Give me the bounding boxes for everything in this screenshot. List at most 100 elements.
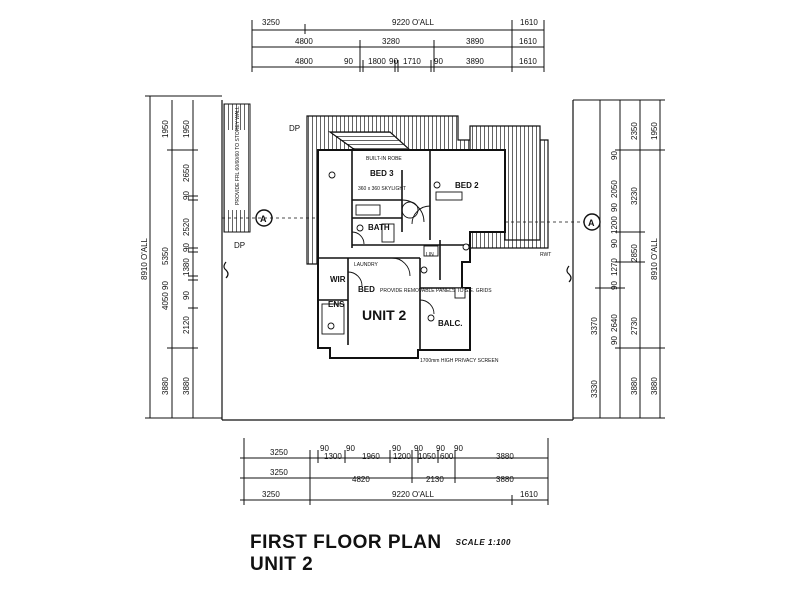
room-bed2-label: BED 2 [455,181,479,190]
right-dim-in-6: 90 [610,239,619,248]
top-dimensions [251,20,545,72]
dp-label-top: DP [289,124,300,133]
bottom-dim-1m: 3880 [496,452,514,461]
bottom-dim-1i: 1050 [418,452,436,461]
top-dim-2c: 3890 [466,37,484,46]
right-dim-in-10: 90 [610,336,619,345]
right-dim-in-12: 3330 [590,380,599,398]
right-dim-labels: 8910 O'ALL 1950 3230 2850 3880 2350 90 2… [590,122,659,398]
left-dim-in-4: 2520 [182,218,191,236]
bottom-dim-2a: 3250 [270,468,288,477]
left-dim-mid-2: 5350 [161,247,170,265]
laundry-note: LAUNDRY [354,262,378,268]
left-dim-in-3: 90 [182,191,191,200]
right-dim-mid-4: 3880 [650,377,659,395]
privacy-note: PROVIDE REMOVABLE PANELS TO S.E. GRIDS [380,288,492,294]
internal-walls [318,150,470,350]
left-dim-mid-3: 3880 [161,377,170,395]
bottom-dim-3c: 1610 [520,490,538,499]
scale-label: SCALE 1:100 [455,538,511,547]
top-dim-2d: 1610 [519,37,537,46]
plan-notes: BUILT-IN ROBE 360 x 360 SKYLIGHT PROVIDE… [354,156,499,364]
break-symbol-right-icon [566,265,572,283]
room-bath-label: BATH [368,223,390,232]
plan-title-row: FIRST FLOOR PLAN SCALE 1:100 [250,532,511,554]
bottom-dimensions [240,438,549,505]
break-symbol-left-icon [223,261,229,279]
top-dim-3d: 90 [389,57,398,66]
fixtures [321,171,470,335]
left-dimensions [145,95,222,419]
top-dim-3g: 3890 [466,57,484,66]
right-dim-mid-1: 1950 [650,122,659,140]
right-dim-extra-2: 3880 [630,377,639,395]
room-labels: BED 3 BED 2 BATH BED ENS WIR BALC. UNIT … [328,169,479,328]
right-dim-in-1: 2350 [630,122,639,140]
left-dim-in-9: 90 [182,291,191,300]
door-swings [347,199,435,315]
top-dim-1c: 1610 [520,18,538,27]
right-dim-in-3: 2050 [610,180,619,198]
right-dim-mid-3: 2850 [630,244,639,262]
top-dim-2b: 3280 [382,37,400,46]
section-a-left-label: A [260,214,267,224]
top-dim-3f: 90 [434,57,443,66]
title-block: FIRST FLOOR PLAN SCALE 1:100 UNIT 2 [250,532,511,576]
left-dim-in-1: 1950 [182,120,191,138]
right-dim-in-2: 90 [610,151,619,160]
left-dim-in-7: 90 [161,281,170,290]
bottom-dim-1j: 90 [436,444,445,453]
left-dim-mid-1: 1950 [161,120,170,138]
bottom-dim-1h: 90 [414,444,423,453]
section-a-right-label: A [588,218,595,228]
bottom-dim-labels: 3250 90 1300 90 1960 90 1200 90 1050 90 … [262,444,538,499]
right-dim-extra-1: 2730 [630,317,639,335]
bottom-dim-2d: 3880 [496,475,514,484]
right-dim-in-4: 90 [610,203,619,212]
left-dim-in-6: 1380 [182,258,191,276]
room-bed-label: BED [358,285,375,294]
right-dim-in-7: 1270 [610,258,619,276]
left-dim-labels: 8910 O'ALL 1950 5350 3880 1950 2650 90 2… [140,120,191,395]
top-dim-3b: 90 [344,57,353,66]
bottom-dim-2c: 2130 [426,475,444,484]
bottom-dim-1e: 1960 [362,452,380,461]
bottom-dim-1c: 1300 [324,452,342,461]
bottom-dim-3a: 3250 [262,490,280,499]
top-dim-3a: 4800 [295,57,313,66]
room-wir-label: WIR [330,275,346,284]
right-dimensions [573,99,665,419]
right-dim-in-5: 1200 [610,216,619,234]
bottom-dim-2b: 4820 [352,475,370,484]
room-lin-label: LIN [426,252,434,258]
rwt-label: RWT [540,252,551,258]
top-dim-3h: 1610 [519,57,537,66]
left-dim-in-10: 2120 [182,316,191,334]
bottom-dim-1b: 90 [320,444,329,453]
left-dim-in-5: 90 [182,243,191,252]
bottom-dim-1l: 90 [454,444,463,453]
plan-subtitle: UNIT 2 [250,554,314,575]
window-note: 360 x 360 SKYLIGHT [358,186,406,192]
bottom-dim-1g: 1200 [393,452,411,461]
right-dim-in-8: 90 [610,281,619,290]
top-dim-2a: 4800 [295,37,313,46]
top-dim-labels: 3250 9220 O'ALL 1610 4800 3280 3890 1610… [262,18,538,66]
right-dim-in-11: 2640 [610,314,619,332]
top-dim-3e: 1710 [403,57,421,66]
right-dim-outer: 8910 O'ALL [650,237,659,280]
section-markers: A A DP DP RWT [222,124,601,283]
left-dim-in-8: 4050 [161,292,170,310]
room-ens-label: ENS [328,300,345,309]
left-dim-in-2: 2650 [182,164,191,182]
top-dim-1b: 9220 O'ALL [392,18,435,27]
plan-title: FIRST FLOOR PLAN [250,532,442,553]
bottom-dim-1k: 600 [440,452,454,461]
bottom-dim-1f: 90 [392,444,401,453]
room-balc-label: BALC. [438,319,462,328]
left-dim-in-11: 3880 [182,377,191,395]
bottom-dim-3b: 9220 O'ALL [392,490,435,499]
bottom-dim-1a: 3250 [270,448,288,457]
left-dim-outer: 8910 O'ALL [140,237,149,280]
